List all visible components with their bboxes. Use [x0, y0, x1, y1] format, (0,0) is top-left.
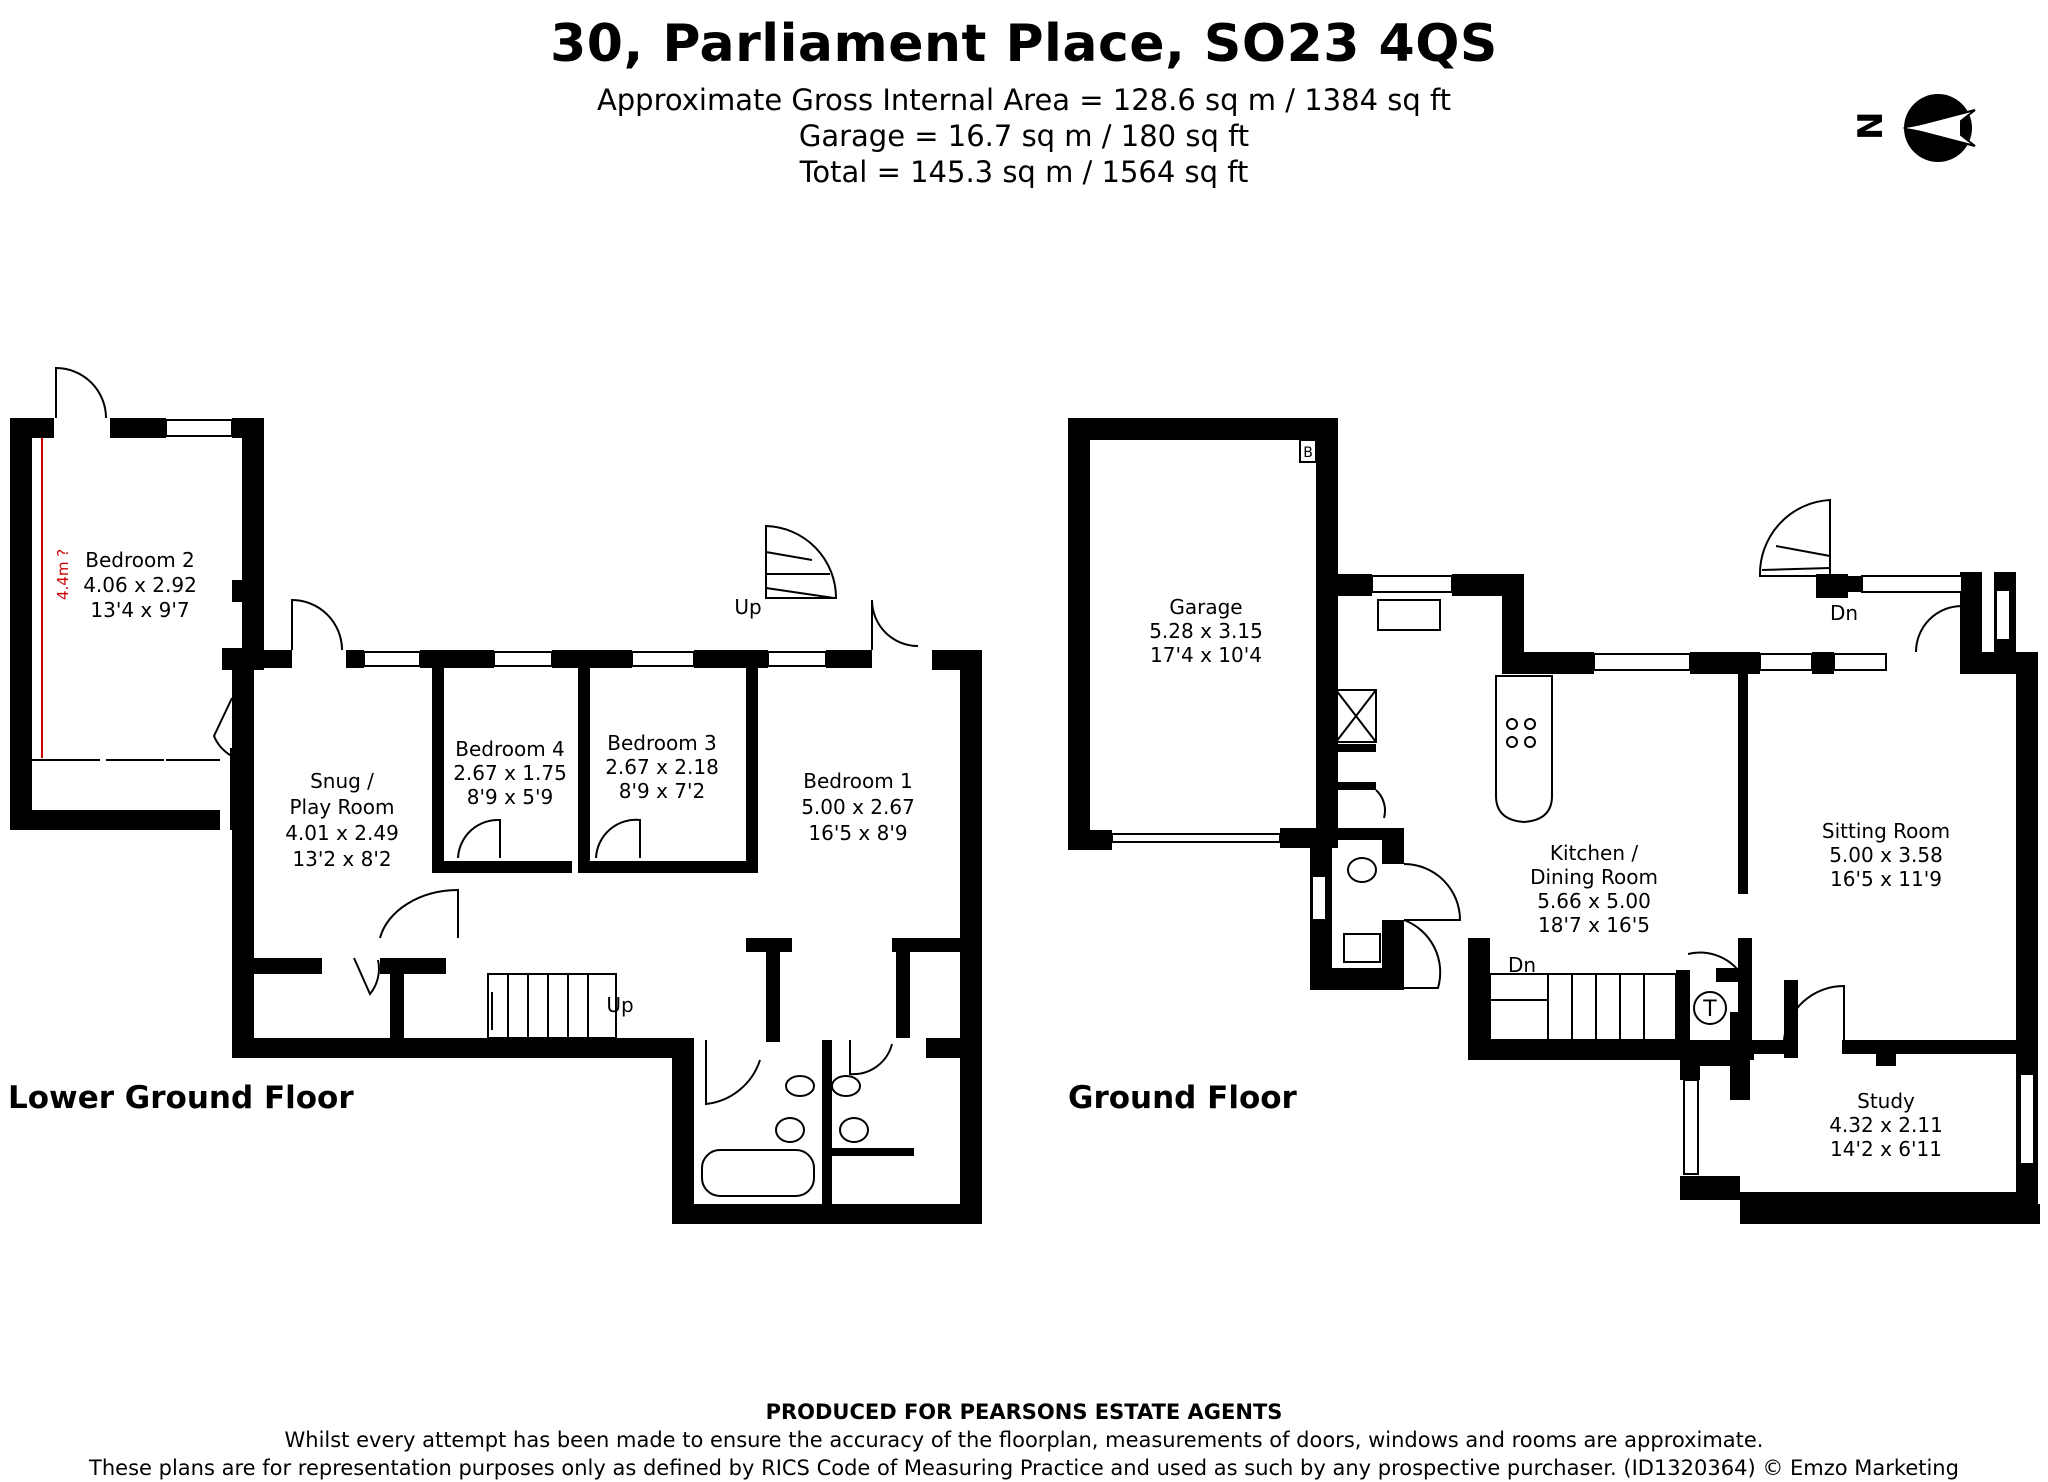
room-metric: 4.06 x 2.92 — [83, 573, 197, 597]
ground-floor-doors — [1375, 604, 1963, 1041]
room-imperial: 16'5 x 11'9 — [1830, 867, 1942, 891]
page-title: 30, Parliament Place, SO23 4QS — [550, 14, 1498, 74]
garage-area: Garage = 16.7 sq m / 180 sq ft — [798, 119, 1250, 153]
room-name: Bedroom 4 — [455, 737, 565, 761]
lower-ground-floor-plan — [10, 418, 982, 1224]
room-imperial: 8'9 x 5'9 — [467, 785, 553, 809]
lower-ground-floor-label: Lower Ground Floor — [8, 1080, 354, 1116]
room-metric: 5.28 x 3.15 — [1149, 619, 1263, 643]
room-name: Snug / — [310, 769, 374, 793]
room-imperial: 8'9 x 7'2 — [619, 779, 705, 803]
disclaimer-line-1: Whilst every attempt has been made to en… — [284, 1428, 1764, 1452]
room-metric: 4.01 x 2.49 — [285, 821, 399, 845]
room-metric: 4.32 x 2.11 — [1829, 1113, 1943, 1137]
ground-floor-windows — [1111, 575, 2035, 1175]
room-imperial: 17'4 x 10'4 — [1150, 643, 1262, 667]
room-imperial: 14'2 x 6'11 — [1830, 1137, 1942, 1161]
height-annotation: 4.4m ? — [41, 438, 72, 758]
room-name-2: Play Room — [289, 795, 394, 819]
ground-room-labels: Garage 5.28 x 3.15 17'4 x 10'4 Kitchen /… — [1149, 445, 1950, 1161]
produced-for: PRODUCED FOR PEARSONS ESTATE AGENTS — [765, 1400, 1283, 1424]
room-name-2: Dining Room — [1530, 865, 1658, 889]
room-name: Kitchen / — [1550, 841, 1639, 865]
lower-ground-fixtures — [701, 1075, 869, 1197]
dn-label: Dn — [1508, 953, 1536, 977]
lower-ground-windows — [165, 419, 827, 667]
lower-room-labels: Bedroom 2 4.06 x 2.92 13'4 x 9'7 Snug / … — [83, 548, 915, 1017]
room-metric: 5.00 x 2.67 — [801, 795, 915, 819]
disclaimer-line-2: These plans are for representation purpo… — [89, 1456, 1959, 1480]
room-imperial: 18'7 x 16'5 — [1538, 913, 1650, 937]
ground-floor-plan — [1068, 418, 2040, 1224]
room-metric: 2.67 x 1.75 — [453, 761, 567, 785]
total-area: Total = 145.3 sq m / 1564 sq ft — [799, 155, 1249, 189]
up-label: Up — [734, 595, 761, 619]
ground-floor-label: Ground Floor — [1068, 1080, 1297, 1116]
room-metric: 5.00 x 3.58 — [1829, 843, 1943, 867]
gross-internal-area: Approximate Gross Internal Area = 128.6 … — [596, 83, 1452, 117]
room-metric: 5.66 x 5.00 — [1537, 889, 1651, 913]
ground-floor-stairs — [1489, 498, 1831, 1041]
room-metric: 2.67 x 2.18 — [605, 755, 719, 779]
room-name: Study — [1857, 1089, 1915, 1113]
lower-ground-doors — [32, 366, 919, 1106]
lower-ground-stairs — [487, 524, 838, 1039]
room-name: Bedroom 1 — [803, 769, 913, 793]
height-label: 4.4m ? — [54, 549, 72, 600]
room-name: Garage — [1169, 595, 1242, 619]
north-arrow-icon: N — [1851, 94, 1976, 162]
room-name: Bedroom 2 — [85, 548, 195, 572]
room-imperial: 13'4 x 9'7 — [90, 598, 189, 622]
room-imperial: 16'5 x 8'9 — [808, 821, 907, 845]
room-name: Sitting Room — [1822, 819, 1950, 843]
compass-letter: N — [1851, 112, 1891, 140]
tank-label: T — [1702, 997, 1717, 1022]
ground-floor-fixtures — [1299, 439, 1727, 1025]
boiler-label: B — [1303, 445, 1313, 461]
room-name: Bedroom 3 — [607, 731, 717, 755]
dn-label: Dn — [1830, 601, 1858, 625]
up-label: Up — [606, 993, 633, 1017]
room-imperial: 13'2 x 8'2 — [292, 847, 391, 871]
